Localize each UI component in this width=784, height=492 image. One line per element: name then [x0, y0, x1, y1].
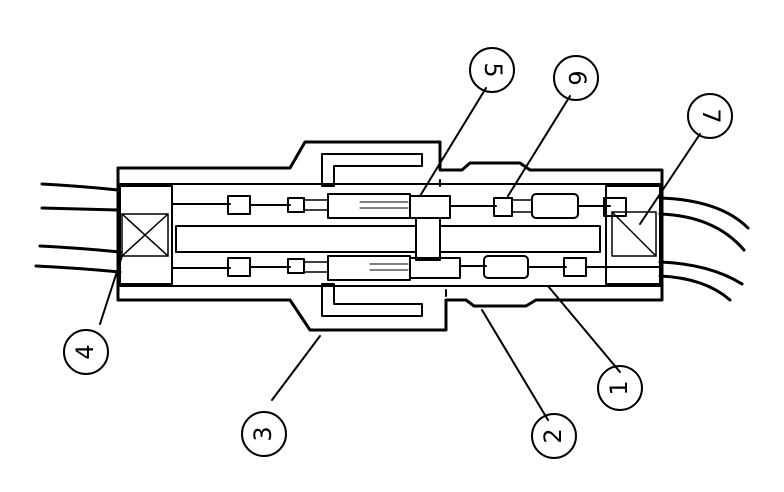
callout-1: 1 — [597, 365, 643, 411]
lower-contact-row — [171, 255, 661, 281]
right-cable-bundle — [658, 196, 750, 302]
upper-contact-row — [171, 193, 627, 219]
callout-7-label: 7 — [697, 108, 725, 123]
callout-2: 2 — [531, 413, 577, 459]
callout-7: 7 — [687, 93, 733, 139]
callout-5: 5 — [469, 47, 515, 93]
callout-3-label: 3 — [249, 426, 277, 441]
callout-6-label: 6 — [563, 70, 591, 85]
leader-lines — [99, 87, 701, 421]
callout-1-label: 1 — [605, 380, 633, 395]
callout-2-label: 2 — [539, 428, 567, 443]
left-cable-bundle — [34, 182, 122, 274]
left-end-cap — [119, 185, 173, 285]
callout-6: 6 — [553, 55, 599, 101]
callout-3: 3 — [241, 411, 287, 457]
callout-5-label: 5 — [479, 62, 507, 77]
coupling-sleeves — [321, 153, 447, 317]
callout-4-label: 4 — [71, 344, 99, 359]
right-end-cap — [605, 185, 661, 285]
connector-housing — [116, 140, 664, 332]
center-insulator — [175, 217, 601, 261]
callout-4: 4 — [63, 329, 109, 375]
